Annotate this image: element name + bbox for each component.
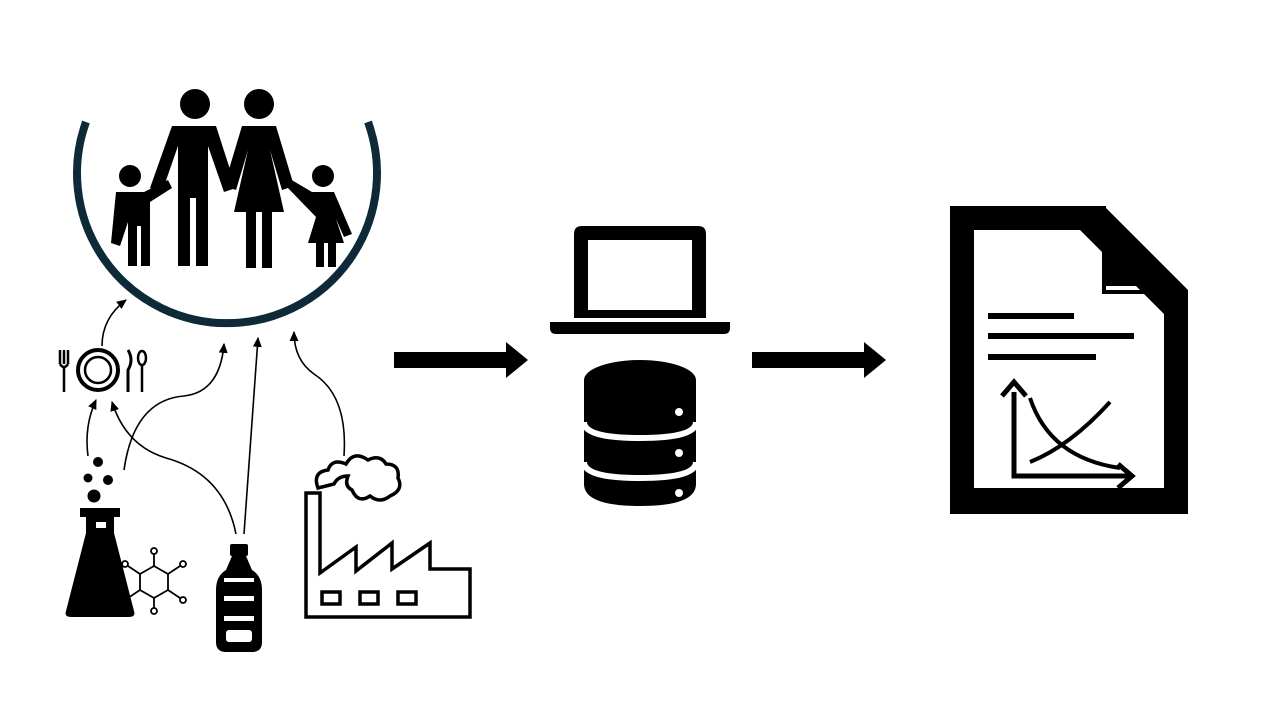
pathway-bottle-to-family [243,336,262,535]
pathway-factory-to-family [289,330,346,457]
pathway-plate-to-family [101,299,127,347]
molecule-icon [121,547,187,615]
laptop-icon [550,226,730,334]
flow-arrow-1 [394,342,528,378]
database-icon [581,360,699,506]
report-chart-icon [950,206,1188,514]
chemical-flask-icon [65,457,187,617]
child-right-figure-icon [286,165,352,267]
mini-chart-icon [1000,378,1136,490]
flow-arrow-2 [752,342,886,378]
man-figure-icon [150,89,236,266]
exposure-pathway-arrows [86,299,346,535]
woman-figure-icon [224,89,294,268]
child-left-figure-icon [111,165,172,266]
pathway-flask-to-family [123,342,228,471]
pathway-flask-to-plate [86,398,97,457]
family-circle-icon [73,89,381,328]
factory-icon [304,454,472,619]
food-plate-icon [58,348,148,392]
plastic-bottle-icon [216,544,262,652]
pathway-bottle-to-plate [110,400,237,535]
